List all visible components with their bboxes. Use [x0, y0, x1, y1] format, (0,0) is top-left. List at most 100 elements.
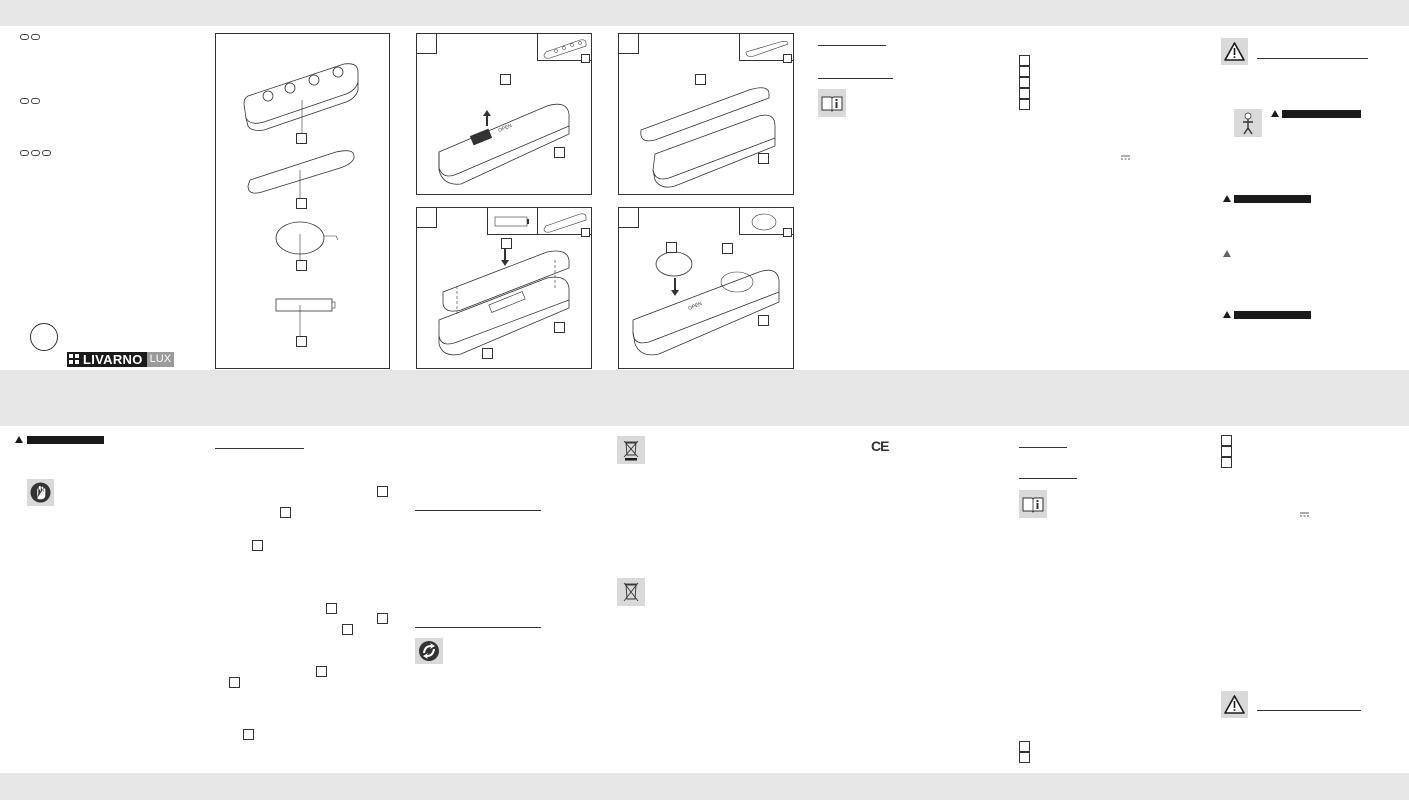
language-circle-icon	[30, 323, 58, 351]
weee-bin-icon	[617, 436, 645, 464]
list-number-box	[1019, 66, 1030, 77]
warning-triangle-icon	[1221, 691, 1248, 718]
section-heading-underline	[818, 78, 893, 79]
ref-number-box	[280, 507, 291, 518]
warning-heading-bar	[27, 436, 104, 444]
warning-small-icon	[1223, 311, 1231, 318]
light-unit-thumb-icon	[543, 213, 587, 233]
step-thumbnail-light	[537, 34, 591, 61]
adhesive-pad-drawing	[247, 150, 355, 194]
step-callout-box	[482, 348, 493, 359]
disc-thumb-icon	[751, 213, 777, 231]
ref-number-box	[377, 613, 388, 624]
section-heading-underline	[1257, 710, 1361, 711]
step-thumbnail-battery	[487, 208, 537, 235]
ref-number-box	[243, 729, 254, 740]
ref-number-box	[229, 677, 240, 688]
brand-logo: LIVARNO LUX	[67, 352, 175, 367]
step-callout-box	[500, 74, 511, 85]
hand-caution-icon	[27, 479, 54, 506]
step-thumbnail-light	[537, 208, 591, 235]
section-heading-underline	[1019, 478, 1077, 479]
disc-mount-drawing: OPEN	[632, 251, 780, 356]
step-number-box	[619, 34, 639, 54]
logo-main-text: LIVARNO	[83, 352, 143, 367]
warning-small-icon	[1223, 195, 1231, 202]
step-panel-c	[416, 207, 592, 369]
bottom-band	[0, 773, 1409, 800]
step-thumbnail-pad	[739, 34, 793, 61]
part-number-1-box	[296, 133, 307, 144]
warning-triangle-icon	[1221, 38, 1248, 65]
section-heading-underline	[1019, 447, 1067, 448]
logo-grid-icon	[69, 354, 79, 364]
step-panel-b	[618, 33, 794, 195]
open-label-d: OPEN	[688, 301, 704, 312]
section-heading-underline	[215, 448, 304, 449]
recycling-green-dot-icon	[415, 638, 443, 664]
list-number-box	[1019, 741, 1030, 752]
step-panel-d: OPEN	[618, 207, 794, 369]
step-number-box	[619, 208, 639, 228]
warning-small-icon	[1271, 110, 1279, 117]
ref-number-box	[316, 666, 327, 677]
country-ch-icon	[42, 150, 51, 156]
ref-number-box	[326, 603, 337, 614]
thumb-small-box	[581, 54, 590, 63]
step-panel-a: OPEN	[416, 33, 592, 195]
country-de-icon	[20, 150, 29, 156]
step-callout-box	[554, 322, 565, 333]
step-number-box	[417, 34, 437, 54]
battery-drawing	[275, 298, 333, 312]
parts-drawing	[243, 63, 359, 336]
part-number-3-box	[296, 260, 307, 271]
pad-thumb-icon	[745, 41, 789, 57]
open-label-a: OPEN	[498, 123, 514, 134]
battery-thumb-icon	[494, 216, 529, 227]
list-number-box	[1221, 435, 1232, 446]
pad-attach-drawing	[640, 87, 776, 188]
step-callout-box	[722, 243, 733, 254]
list-number-box	[1019, 752, 1030, 763]
caution-small-icon	[1223, 250, 1231, 257]
step-callout-box	[695, 74, 706, 85]
logo-sub-text: LUX	[146, 352, 175, 367]
ref-number-box	[377, 486, 388, 497]
thumb-small-box	[783, 54, 792, 63]
list-number-box	[1221, 457, 1232, 468]
light-unit-thumb-icon	[543, 39, 587, 59]
battery-insert-drawing	[438, 242, 570, 356]
step-callout-box	[758, 315, 769, 326]
list-number-box	[1019, 77, 1030, 88]
country-nl-icon	[20, 98, 29, 104]
section-heading-underline	[1257, 58, 1368, 59]
step-thumbnail-disc	[739, 208, 793, 235]
step-callout-box	[758, 153, 769, 164]
country-fr-icon	[20, 34, 29, 40]
light-unit-drawing	[243, 63, 359, 131]
ce-mark: CE	[871, 438, 889, 454]
list-number-box	[1019, 55, 1030, 66]
warning-heading-bar	[1282, 110, 1361, 118]
section-heading-underline	[818, 45, 886, 46]
manual-info-icon	[818, 89, 846, 117]
country-be-icon	[31, 34, 40, 40]
thumb-small-box	[581, 228, 590, 237]
warning-small-icon	[15, 436, 23, 443]
country-at-icon	[31, 150, 40, 156]
child-hazard-icon	[1234, 109, 1262, 137]
ref-number-box	[252, 540, 263, 551]
warning-heading-bar	[1234, 195, 1311, 203]
list-number-box	[1221, 446, 1232, 457]
section-heading-underline	[415, 510, 541, 511]
middle-band	[0, 370, 1409, 426]
list-number-box	[1019, 88, 1030, 99]
manual-info-icon	[1019, 490, 1047, 518]
step-callout-box	[501, 238, 512, 249]
part-number-4-box	[296, 336, 307, 347]
part-number-2-box	[296, 198, 307, 209]
section-heading-underline	[415, 627, 541, 628]
dc-symbol-icon	[1300, 512, 1309, 517]
step-callout-box	[554, 147, 565, 158]
open-housing-drawing: OPEN	[438, 103, 570, 185]
